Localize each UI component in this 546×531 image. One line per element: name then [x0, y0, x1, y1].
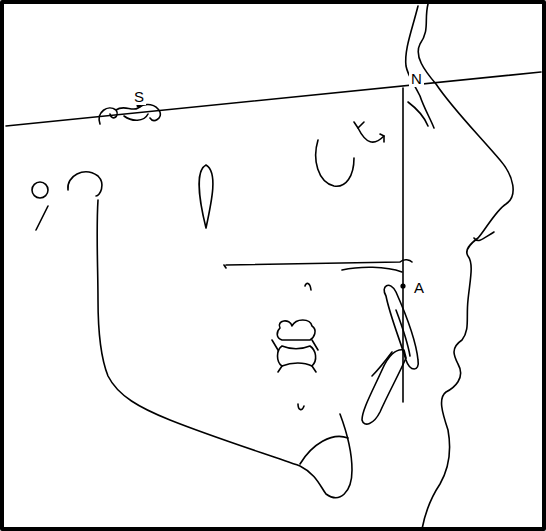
nasal-bone	[406, 6, 434, 128]
sella-turcica	[99, 105, 160, 124]
na-line	[402, 88, 404, 402]
a-point	[401, 284, 405, 288]
angle-arrow	[358, 128, 384, 142]
upper-molar	[277, 320, 315, 340]
landmark-label: N	[409, 70, 424, 87]
landmark-label: S	[132, 88, 146, 105]
lower-incisor	[362, 350, 406, 424]
mark-upper	[305, 283, 311, 290]
maxilla-anterior	[342, 267, 402, 272]
lower-molar	[278, 346, 316, 366]
symphysis-inner	[300, 436, 348, 464]
orbit	[316, 140, 354, 186]
condyle	[68, 172, 102, 196]
landmark-label: A	[412, 279, 426, 296]
angle-arrow-heads	[354, 122, 384, 142]
molar-roots-lower	[278, 366, 316, 372]
nostril	[474, 232, 494, 240]
sn-line	[6, 72, 541, 126]
mandible-outline	[97, 200, 352, 498]
mark-lower	[298, 404, 304, 410]
ear-rod	[32, 182, 48, 198]
pterygomaxillary-fissure	[199, 165, 213, 228]
lower-incisor-line	[372, 352, 392, 376]
ear-mark	[36, 206, 48, 230]
soft-tissue-profile	[418, 4, 513, 529]
nasal-bone-inner	[408, 102, 428, 126]
palatal-plane	[224, 260, 412, 268]
